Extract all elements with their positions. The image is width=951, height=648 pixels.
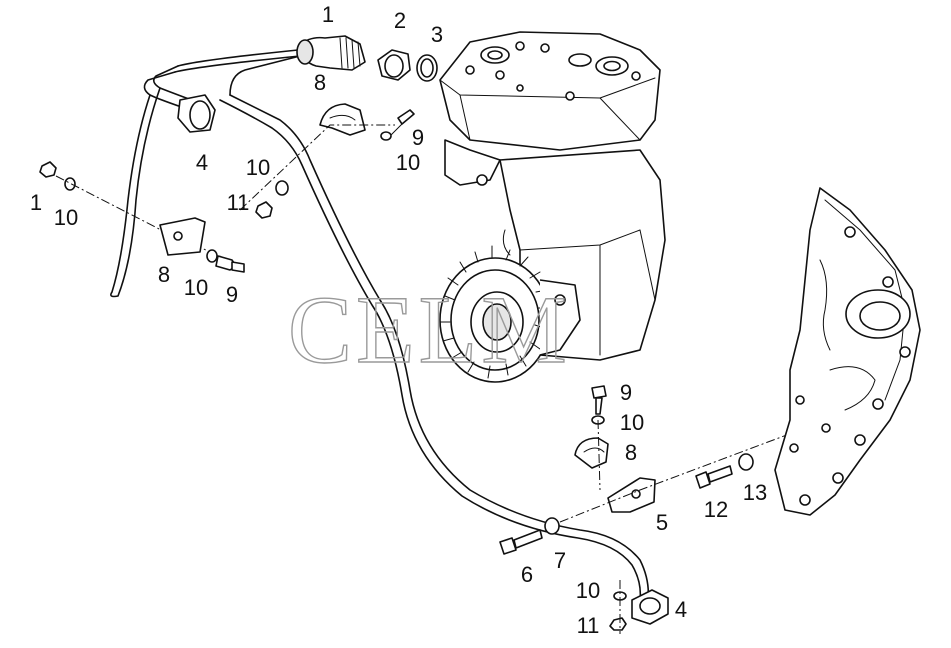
callout-c10-mid-left: 10 <box>246 155 270 180</box>
callout-c6: 6 <box>521 562 533 587</box>
callout-c10-far-left: 10 <box>54 205 78 230</box>
nut-1-left <box>39 161 57 178</box>
bolt-9-lower-left <box>215 255 245 273</box>
callout-c11-left: 11 <box>227 190 250 215</box>
pipe-end-nut-4-bottom <box>631 589 669 625</box>
callout-c7: 7 <box>554 548 566 573</box>
callout-c8-mid: 8 <box>625 440 637 465</box>
callout-c9-top: 9 <box>412 125 424 150</box>
bolt-9-mid <box>591 385 607 415</box>
callout-c8-lower-left: 8 <box>158 262 170 287</box>
callout-c10-top-right: 10 <box>396 150 420 175</box>
clamp-8-top <box>319 103 366 136</box>
bolt-12 <box>695 465 733 489</box>
axis-top-clamp <box>239 124 395 211</box>
washer-10-left <box>64 177 76 191</box>
pipe-4-upper <box>110 49 301 298</box>
washer-10-mid-left <box>275 180 289 196</box>
callout-c13: 13 <box>743 480 767 505</box>
part-1-elbow-fitting <box>296 35 366 71</box>
bolt-9-top <box>389 109 415 137</box>
bolt-6 <box>499 529 543 555</box>
callout-c10-mid: 10 <box>620 410 644 435</box>
callout-c1-left: 1 <box>30 190 42 215</box>
watermark: CELM <box>288 276 571 383</box>
callout-c3-top: 3 <box>431 22 443 47</box>
bracket-8-left <box>159 217 206 256</box>
callout-c5: 5 <box>656 510 668 535</box>
callout-c9-mid: 9 <box>620 380 632 405</box>
engine-housing-plate <box>774 187 921 516</box>
nut-11-mid-left <box>255 201 273 219</box>
callout-c12: 12 <box>704 497 728 522</box>
drive-gear <box>439 245 581 383</box>
bracket-5 <box>607 477 656 513</box>
axis-mid-vertical <box>597 419 601 491</box>
callout-c4-bottom: 4 <box>675 597 687 622</box>
washer-7 <box>544 517 560 535</box>
axis-mid-horizontal <box>559 429 801 523</box>
callout-c8-top: 8 <box>314 70 326 95</box>
callout-c9-lower-left: 9 <box>226 282 238 307</box>
washer-13 <box>738 453 754 471</box>
callout-c2-top: 2 <box>394 8 406 33</box>
part-3-seal-ring <box>416 54 438 82</box>
washer-10-top <box>380 131 392 141</box>
callout-c10-lower-left: 10 <box>184 275 208 300</box>
air-compressor <box>439 31 666 383</box>
pipe-main-long <box>219 55 650 601</box>
part-2-nut <box>377 49 411 81</box>
callout-c11-bottom: 11 <box>577 613 600 638</box>
clamp-8-mid <box>574 437 609 469</box>
washer-10-lower-left <box>206 249 218 263</box>
nut-11-bottom <box>609 617 627 631</box>
callout-c4-left: 4 <box>196 150 208 175</box>
callout-c1-top: 1 <box>322 2 334 27</box>
callout-c10-bottom: 10 <box>576 578 600 603</box>
